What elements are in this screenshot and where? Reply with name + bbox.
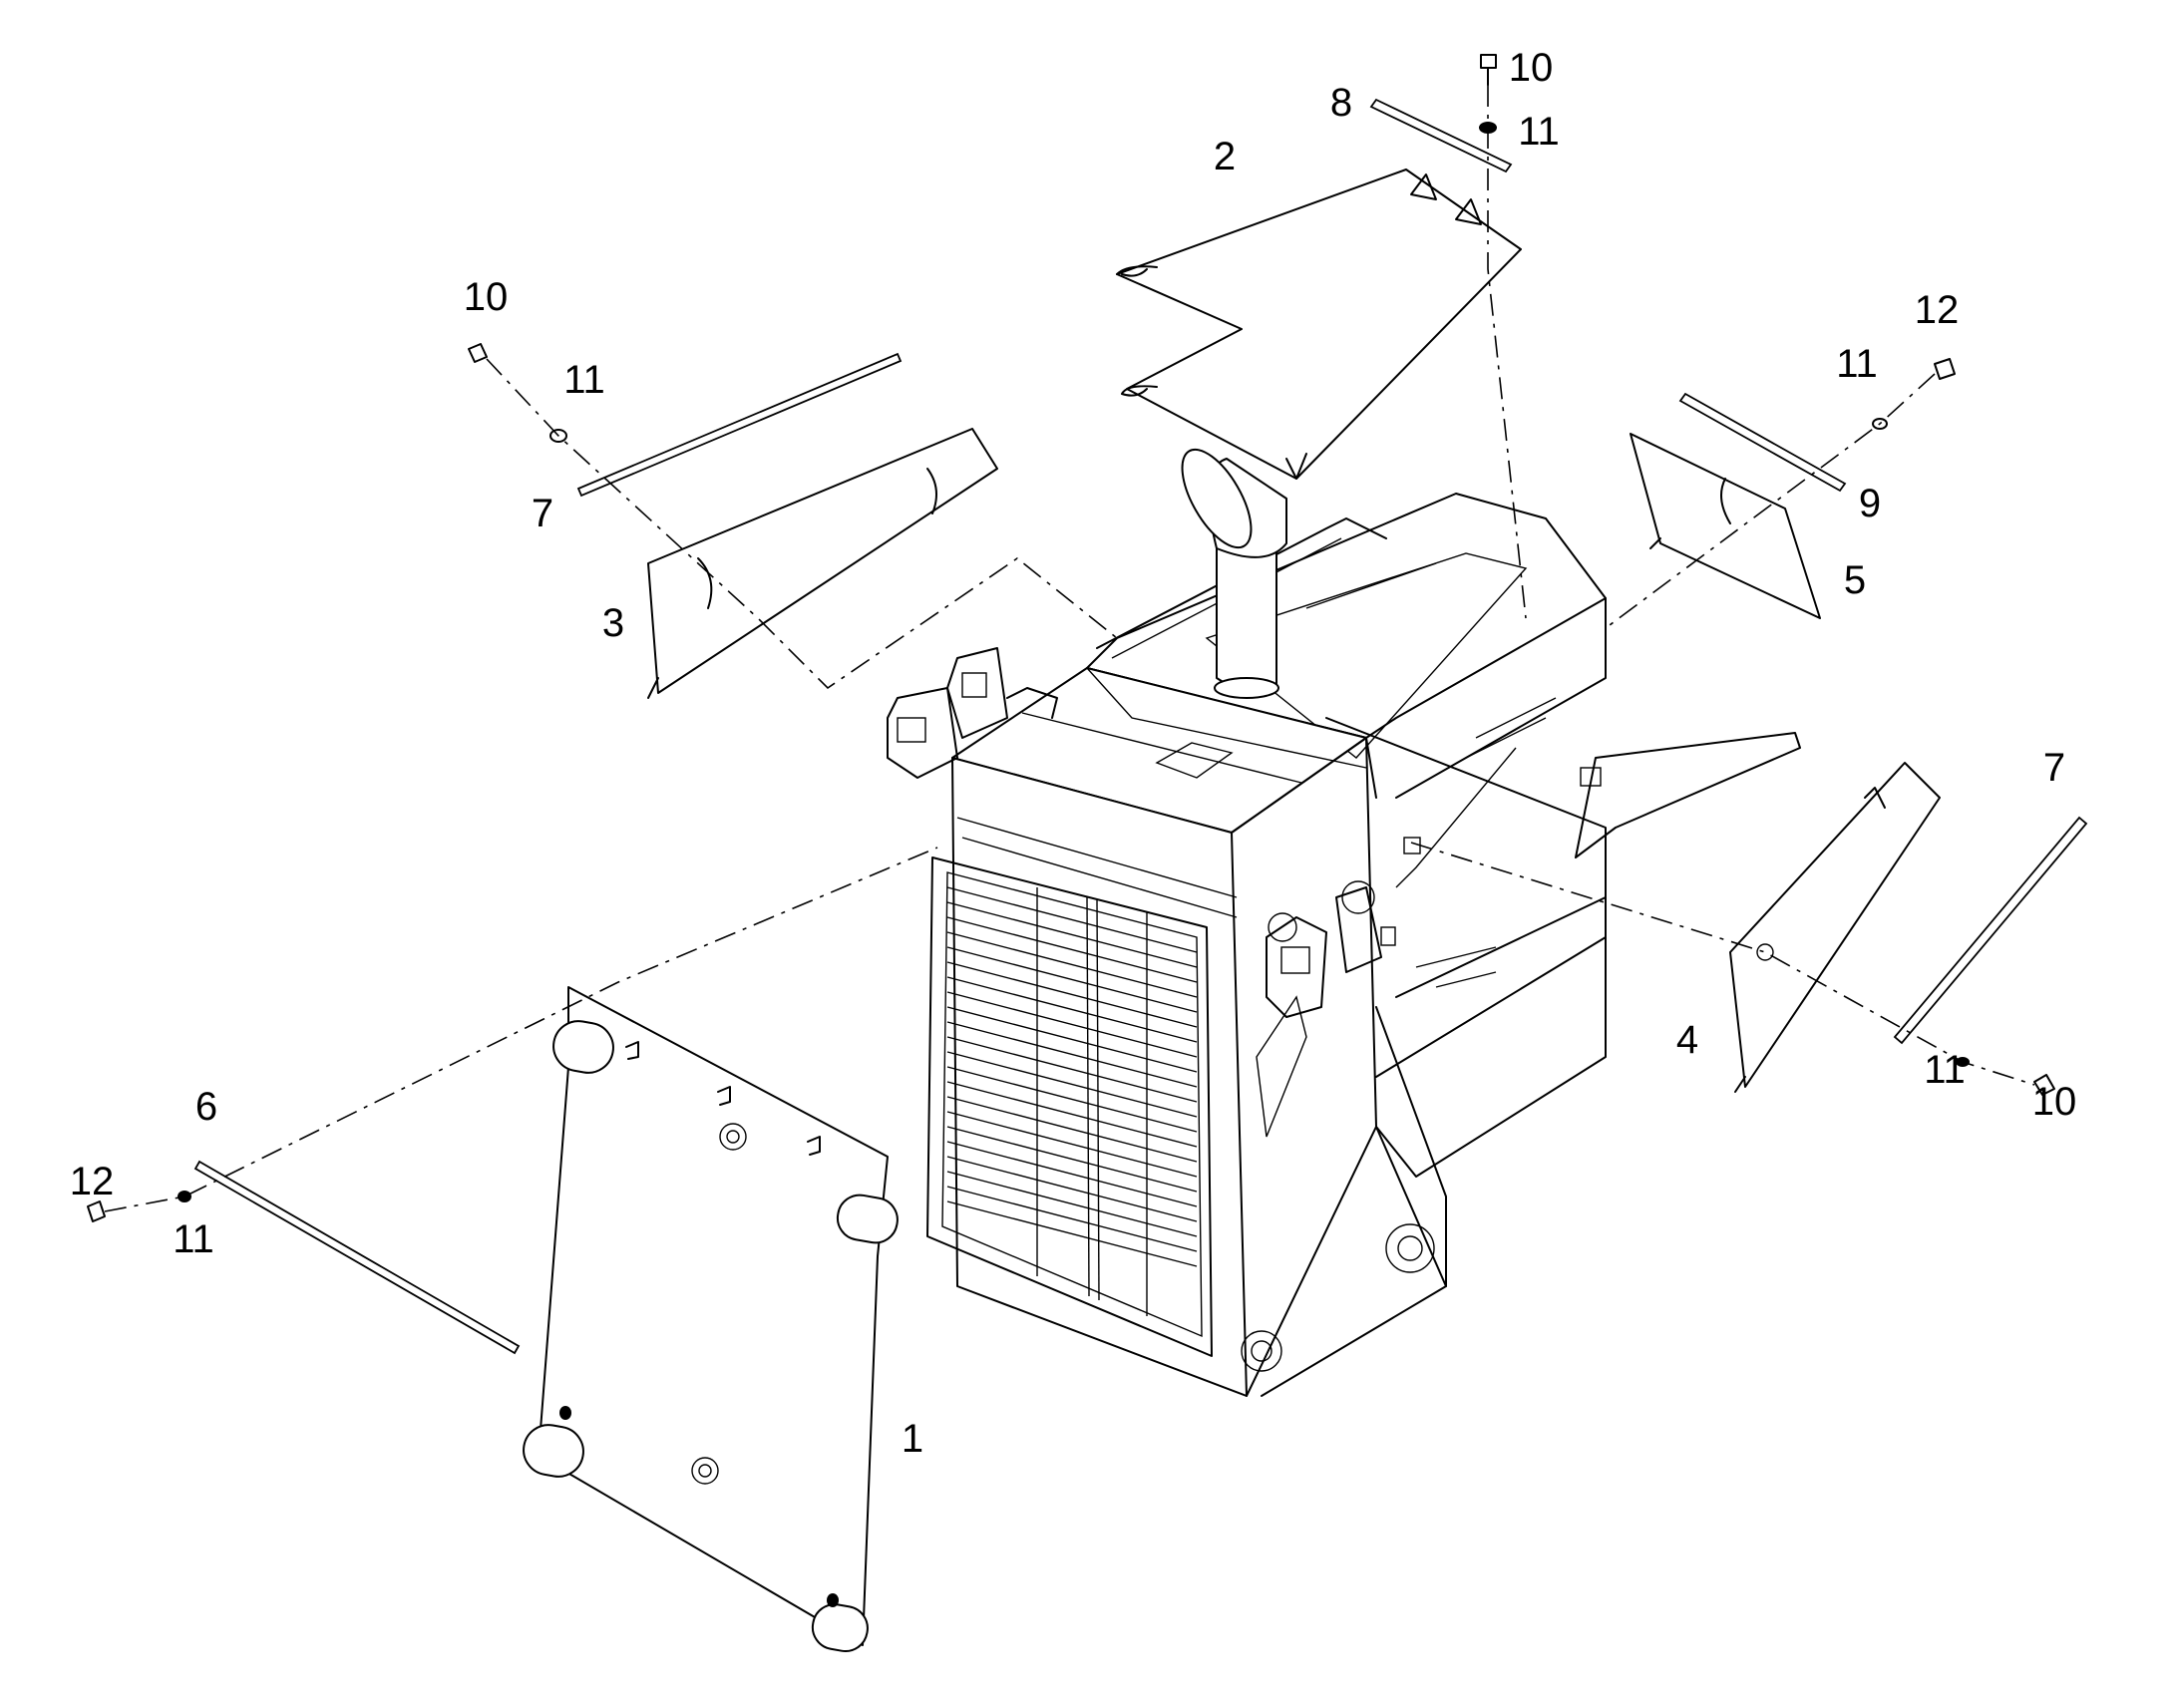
callout-1: 1 [901, 1417, 924, 1461]
part-2-top-cover [1116, 169, 1522, 480]
callout-11-left-bottom: 11 [173, 1217, 214, 1261]
callout-10-right: 10 [2031, 1080, 2077, 1124]
callout-12-right: 12 [1914, 288, 1960, 332]
callout-11-right-bottom: 11 [1924, 1048, 1966, 1092]
main-housing [887, 493, 1801, 1397]
part-8-strip [1369, 98, 1513, 173]
exhaust-stack [1181, 448, 1287, 699]
callout-9: 9 [1858, 482, 1882, 525]
part-7-strip-right [1893, 816, 2088, 1045]
callout-8: 8 [1329, 81, 1353, 125]
callout-10-top: 10 [1508, 46, 1554, 90]
callout-7-left: 7 [531, 492, 554, 535]
callout-4: 4 [1675, 1018, 1699, 1062]
left-fastener [468, 343, 1118, 690]
callout-5: 5 [1843, 558, 1867, 602]
left-bottom-fastener [87, 847, 938, 1222]
callout-6: 6 [194, 1085, 218, 1129]
callout-11-top: 11 [1518, 110, 1560, 154]
part-6-strip [193, 1160, 521, 1355]
part-7-strip-left [576, 352, 903, 498]
part-9-strip [1678, 392, 1847, 493]
part-5-side-panel [1630, 433, 1821, 619]
top-fastener [1479, 54, 1527, 619]
part-3-side-panel [647, 428, 998, 699]
callout-7-right: 7 [2042, 746, 2066, 790]
part-1-front-panel [523, 986, 899, 1653]
callout-11-left: 11 [563, 358, 605, 402]
callout-12-left: 12 [69, 1160, 115, 1203]
callout-11-right-top: 11 [1836, 342, 1878, 386]
part-4-side-panel [1729, 762, 1941, 1093]
callout-2: 2 [1213, 135, 1237, 178]
right-top-fastener [1605, 358, 1956, 629]
callout-10-left: 10 [463, 275, 509, 319]
right-bottom-fastener [1410, 842, 2055, 1096]
callout-3: 3 [601, 601, 625, 645]
